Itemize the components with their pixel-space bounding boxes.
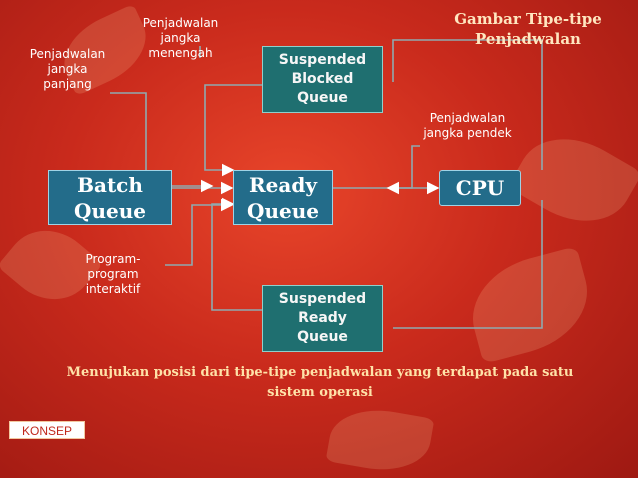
cpu-to-blocked-line xyxy=(392,39,543,170)
label-medium-term-scheduler: Penjadwalan jangka menengah xyxy=(142,16,219,60)
label-interactive-programs: Program- program interaktif xyxy=(85,252,141,296)
node-text-line: Queue xyxy=(74,199,146,223)
blocked-loop-line xyxy=(204,84,262,177)
caption-line-2: sistem operasi xyxy=(267,385,373,400)
label-short-term-scheduler: Penjadwalan jangka pendek xyxy=(423,111,512,140)
konsep-button[interactable]: KONSEP xyxy=(9,421,85,439)
title-line-1: Gambar Tipe-tipe xyxy=(454,10,602,28)
suspended-blocked-queue-node: Suspended Blocked Queue xyxy=(262,46,383,113)
batch-queue-node: Batch Queue xyxy=(48,170,172,225)
node-text-line: Queue xyxy=(297,329,348,345)
caption-line-1: Menujukan posisi dari tipe-tipe penjadwa… xyxy=(66,365,574,380)
suspended-ready-queue-node: Suspended Ready Queue xyxy=(262,285,383,352)
ready-queue-node: Ready Queue xyxy=(233,170,333,225)
node-text-line: Batch xyxy=(77,173,143,197)
node-text-line: Queue xyxy=(247,199,319,223)
node-text-line: Ready xyxy=(298,310,347,326)
node-text-line: Suspended xyxy=(278,52,367,68)
cpu-to-suspended-ready-line xyxy=(393,200,543,329)
node-text-line: CPU xyxy=(455,176,505,200)
node-text-line: Ready xyxy=(249,173,317,197)
node-text-line: Blocked xyxy=(291,71,354,87)
title-line-2: Penjadwalan xyxy=(475,30,581,48)
cpu-node: CPU xyxy=(439,170,521,206)
short-term-pointer xyxy=(386,145,420,195)
long-term-pointer xyxy=(110,92,214,193)
node-text-line: Queue xyxy=(297,90,348,106)
interactive-to-ready-line xyxy=(165,198,234,266)
slide-caption: Menujukan posisi dari tipe-tipe penjadwa… xyxy=(20,363,620,403)
node-text-line: Suspended xyxy=(278,291,367,307)
diagram-title: Gambar Tipe-tipe Penjadwalan xyxy=(428,9,628,49)
label-long-term-scheduler: Penjadwalan jangka panjang xyxy=(29,47,106,91)
